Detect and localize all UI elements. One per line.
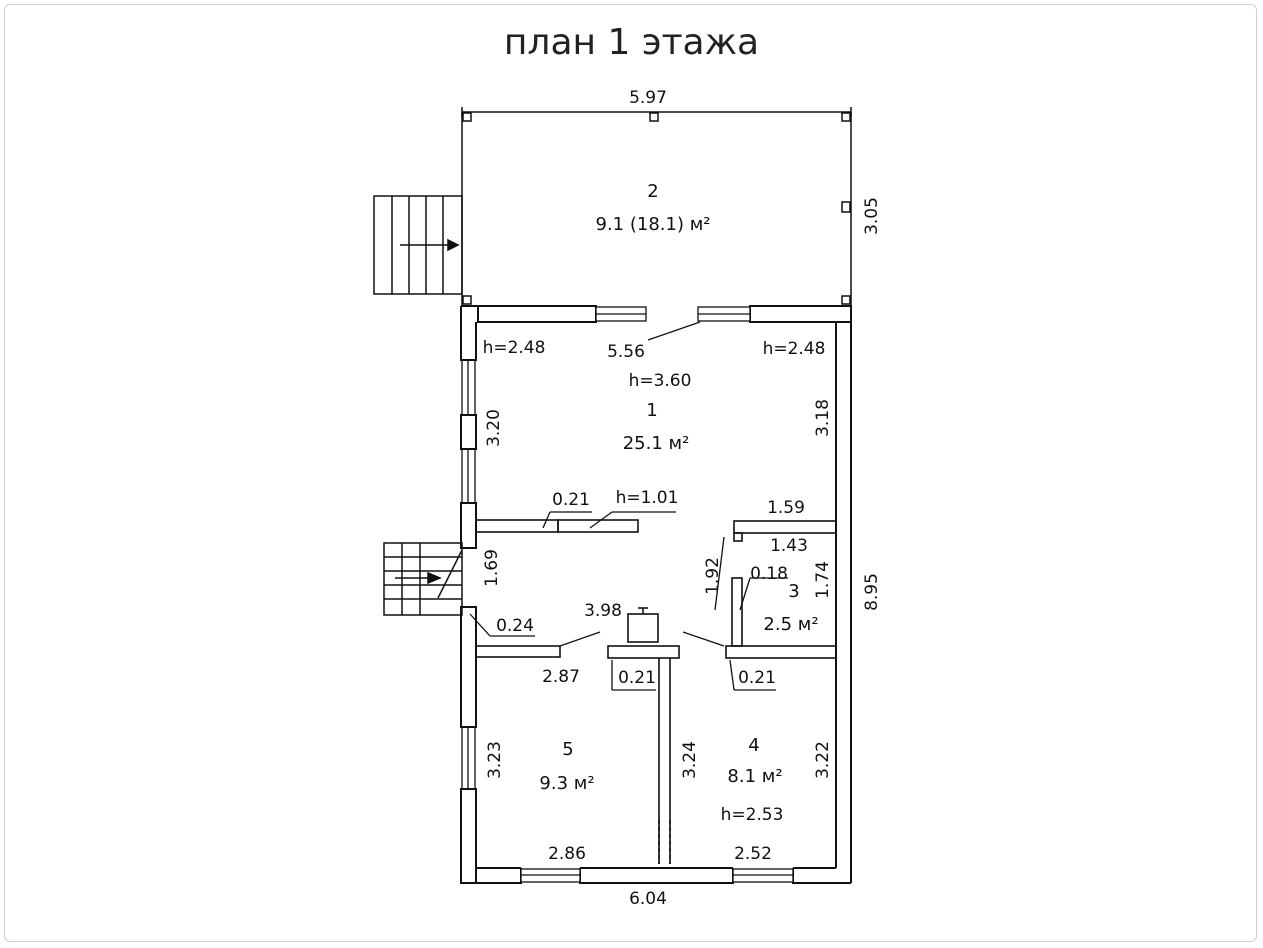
dim-room3-left: 1.92 bbox=[703, 557, 723, 595]
stairs-lower bbox=[383, 542, 463, 616]
room4-number: 4 bbox=[748, 735, 759, 756]
dim-room4-left: 3.24 bbox=[680, 741, 700, 779]
dim-room1-left: 3.20 bbox=[484, 409, 504, 447]
room1-area: 25.1 м² bbox=[623, 433, 690, 454]
dim-room3-top: 1.59 bbox=[767, 498, 805, 518]
room1-number: 1 bbox=[646, 400, 657, 421]
room5-number: 5 bbox=[562, 739, 573, 760]
dim-room4-right: 3.22 bbox=[813, 741, 833, 779]
interior-walls bbox=[475, 519, 837, 864]
plan-title: план 1 этажа bbox=[503, 22, 760, 63]
room5-area: 9.3 м² bbox=[539, 773, 594, 794]
dim-bottom-width: 6.04 bbox=[629, 889, 667, 909]
dim-room3-right: 1.74 bbox=[813, 561, 833, 599]
dim-wall-021-a: 0.21 bbox=[552, 490, 590, 510]
dim-wall-021-b: 0.21 bbox=[618, 668, 656, 688]
dim-total-length: 8.95 bbox=[862, 573, 882, 611]
room4-area: 8.1 м² bbox=[727, 766, 782, 787]
room3-number: 3 bbox=[788, 581, 799, 602]
height-room4: h=2.53 bbox=[721, 805, 784, 825]
height-left: h=2.48 bbox=[483, 338, 546, 358]
dim-room1-right: 3.18 bbox=[813, 399, 833, 437]
dim-room1-width: 5.56 bbox=[607, 342, 645, 362]
dim-hall-left: 1.69 bbox=[482, 549, 502, 587]
dim-room5-top: 2.87 bbox=[542, 667, 580, 687]
dim-room3-inner-top: 1.43 bbox=[770, 536, 808, 556]
dim-porch-depth: 3.05 bbox=[862, 197, 882, 235]
dim-wall-024: 0.24 bbox=[496, 616, 534, 636]
dim-room5-bottom: 2.86 bbox=[548, 844, 586, 864]
porch-outline bbox=[461, 107, 852, 305]
room2-number: 2 bbox=[647, 181, 658, 202]
porch-posts bbox=[462, 112, 851, 305]
dim-wall-021-c: 0.21 bbox=[738, 668, 776, 688]
dim-top-width: 5.97 bbox=[629, 88, 667, 108]
dim-hall-width: 3.98 bbox=[584, 601, 622, 621]
image-frame bbox=[4, 4, 1257, 942]
dim-room5-left: 3.23 bbox=[485, 741, 505, 779]
height-room1: h=3.60 bbox=[629, 371, 692, 391]
leader-lines bbox=[469, 321, 788, 691]
dim-wall-018: 0.18 bbox=[750, 564, 788, 584]
height-right: h=2.48 bbox=[763, 339, 826, 359]
room2-area: 9.1 (18.1) м² bbox=[596, 214, 711, 235]
height-hall: h=1.01 bbox=[616, 488, 679, 508]
windows bbox=[461, 306, 794, 883]
room3-area: 2.5 м² bbox=[763, 614, 818, 635]
dim-room4-bottom: 2.52 bbox=[734, 844, 772, 864]
stairs-upper bbox=[373, 195, 463, 295]
